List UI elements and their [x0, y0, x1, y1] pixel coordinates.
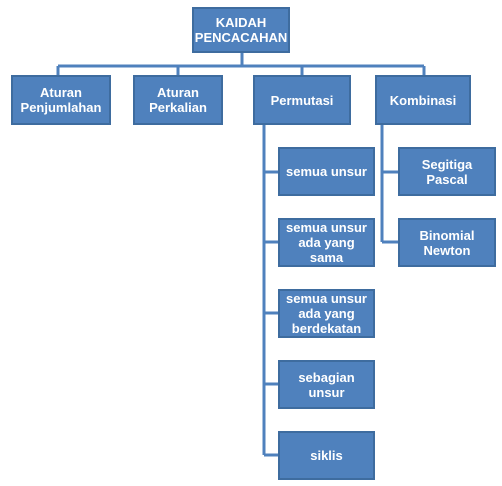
binomial-label-line2: Newton	[423, 242, 471, 258]
node-siklis: siklis	[278, 431, 375, 480]
node-semua-unsur-ada-yang-sama: semua unsur ada yang sama	[278, 218, 375, 267]
node-sebagian-unsur: sebagian unsur	[278, 360, 375, 409]
berdekatan-label-line1: semua unsur	[286, 291, 367, 306]
perkalian-label-line1: Aturan	[157, 85, 199, 100]
root-node: KAIDAH PENCACAHAN	[192, 7, 290, 53]
semua-unsur-label: semua unsur	[286, 164, 367, 179]
ada-sama-label-line1: semua unsur	[286, 220, 367, 235]
node-kombinasi: Kombinasi	[375, 75, 471, 125]
node-permutasi: Permutasi	[253, 75, 351, 125]
node-aturan-perkalian: Aturan Perkalian	[133, 75, 223, 125]
node-aturan-penjumlahan: Aturan Penjumlahan	[11, 75, 111, 125]
kombinasi-label: Kombinasi	[389, 92, 457, 108]
sebagian-unsur-label: sebagian unsur	[298, 369, 355, 400]
segitiga-pascal-label: Segitiga Pascal	[421, 156, 473, 187]
berdekatan-label-line3: berdekatan	[291, 321, 362, 336]
permutasi-label: Permutasi	[270, 92, 334, 108]
berdekatan-label-line2: ada yang	[298, 306, 355, 321]
penjumlahan-label-line1: Aturan	[40, 85, 82, 100]
binomial-label-line1: Binomial	[419, 227, 475, 243]
ada-sama-label-line2: ada yang sama	[298, 235, 355, 265]
root-label-line2: PENCACAHAN	[194, 30, 288, 45]
node-binomial-newton: Binomial Newton	[398, 218, 496, 267]
siklis-label: siklis	[310, 448, 343, 463]
node-segitiga-pascal: Segitiga Pascal	[398, 147, 496, 196]
node-semua-unsur: semua unsur	[278, 147, 375, 196]
node-semua-unsur-berdekatan: semua unsur ada yang berdekatan	[278, 289, 375, 338]
root-label-line1: KAIDAH	[215, 15, 267, 30]
penjumlahan-label-line2: Penjumlahan	[20, 100, 102, 115]
perkalian-label-line2: Perkalian	[149, 100, 207, 115]
